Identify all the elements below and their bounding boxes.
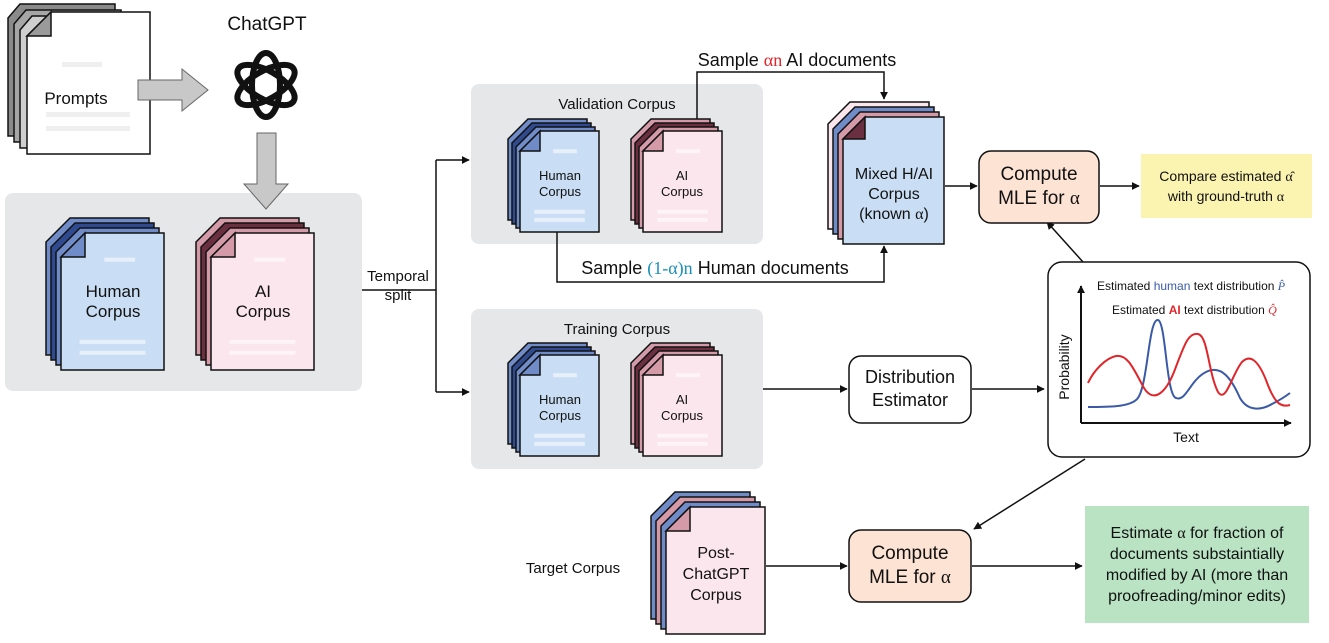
ai-distribution-curve xyxy=(1087,332,1291,407)
sample-human-path xyxy=(556,232,888,283)
orig-human-corpus-line1: Human xyxy=(86,282,141,301)
estimator-line2: Estimator xyxy=(872,390,948,410)
plot-to-compute-bottom-arrow xyxy=(973,458,1086,530)
sample-ai-symbol: αn xyxy=(764,50,782,70)
train-human-corpus-line2: Corpus xyxy=(539,408,581,423)
plot-xlabel: Text xyxy=(1173,429,1199,445)
estimate-box xyxy=(1085,506,1309,623)
compute-bottom-line1: Compute xyxy=(871,543,948,564)
prompts-document-stack: Prompts xyxy=(7,3,151,155)
sample-ai-label: Sample αn AI documents xyxy=(698,50,897,70)
orig-ai-corpus-line2: Corpus xyxy=(236,302,291,321)
distribution-estimator-box xyxy=(848,355,972,424)
val-ai-corpus-line1: AI xyxy=(676,168,688,183)
temporal-split-line1: Temporal xyxy=(367,268,429,285)
compare-box xyxy=(1141,154,1312,218)
target-corpus-label: Target Corpus xyxy=(526,560,620,577)
train-ai-corpus-line1: AI xyxy=(676,392,688,407)
val-ai-corpus-line2: Corpus xyxy=(661,184,703,199)
val-human-corpus-line2: Corpus xyxy=(539,184,581,199)
compute-mle-top-box xyxy=(978,150,1100,224)
estimate-line2: documents substaintially xyxy=(1110,546,1284,563)
train-human-doc-stack xyxy=(507,342,600,457)
validation-title: Validation Corpus xyxy=(558,96,675,113)
human-distribution-curve xyxy=(1087,318,1291,410)
human-word: human xyxy=(1154,279,1191,293)
target-doc-stack xyxy=(650,491,766,635)
estimator-line1: Distribution xyxy=(865,367,955,387)
ai-word: AI xyxy=(1169,303,1181,317)
training-title: Training Corpus xyxy=(564,321,670,338)
ai-distribution-caption: Estimated AI text distribution Q̂ xyxy=(1112,303,1277,317)
compute-top-line2: MLE for α xyxy=(998,188,1080,209)
compare-line2: with ground-truth α xyxy=(1167,188,1285,205)
compare-line1: Compare estimated α̂ xyxy=(1159,168,1295,185)
plot-to-compute-arrow xyxy=(1046,221,1084,263)
target-doc-line3: Corpus xyxy=(690,587,742,604)
ai-symbol: Q̂ xyxy=(1268,303,1277,317)
chatgpt-to-corpus-arrow xyxy=(242,132,290,210)
compute-bottom-line2: MLE for α xyxy=(869,567,951,588)
plot-ylabel: Probability xyxy=(1056,334,1072,399)
train-human-corpus-line1: Human xyxy=(539,392,581,407)
estimate-line1: Estimate α for fraction of xyxy=(1111,525,1284,542)
mixed-corpus-line3: (known α) xyxy=(859,206,929,223)
estimate-line4: proofreading/minor edits) xyxy=(1108,588,1286,605)
val-human-doc-stack xyxy=(507,118,600,233)
orig-human-doc-stack xyxy=(45,217,165,371)
mixed-doc-stack xyxy=(827,101,945,245)
human-distribution-caption: Estimated human text distribution P̂ xyxy=(1097,279,1286,293)
prompts-label: Prompts xyxy=(44,89,107,108)
val-human-corpus-line1: Human xyxy=(539,168,581,183)
target-doc-line2: ChatGPT xyxy=(683,566,750,583)
temporal-split-line2: split xyxy=(385,287,413,304)
train-ai-doc-stack xyxy=(630,342,723,457)
mixed-corpus-line1: Mixed H/AI xyxy=(855,166,933,183)
orig-ai-doc-stack xyxy=(195,217,315,371)
prompts-to-chatgpt-arrow xyxy=(137,67,209,113)
human-symbol: P̂ xyxy=(1277,279,1286,293)
compute-top-line1: Compute xyxy=(1000,164,1077,185)
mixed-corpus-line2: Corpus xyxy=(868,186,920,203)
orig-human-corpus-line2: Corpus xyxy=(86,302,141,321)
orig-ai-corpus-line1: AI xyxy=(255,282,271,301)
chatgpt-label: ChatGPT xyxy=(227,14,307,35)
val-ai-doc-stack xyxy=(630,118,723,233)
chatgpt-logo-icon xyxy=(234,50,298,120)
sample-human-label: Sample (1-α)n Human documents xyxy=(581,258,849,279)
target-doc-line1: Post- xyxy=(697,545,734,562)
sample-human-symbol: (1-α)n xyxy=(647,258,692,279)
sample-ai-path xyxy=(696,71,888,126)
train-ai-corpus-line2: Corpus xyxy=(661,408,703,423)
estimate-line3: modified by AI (more than xyxy=(1106,567,1288,584)
compute-mle-bottom-box xyxy=(848,529,972,603)
